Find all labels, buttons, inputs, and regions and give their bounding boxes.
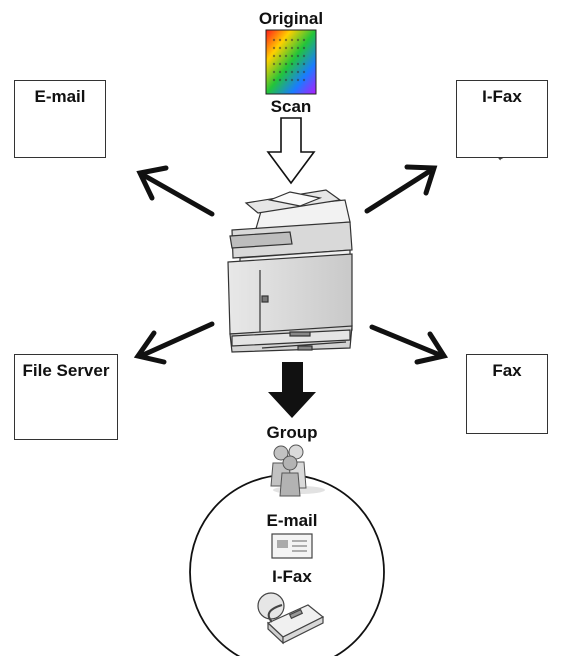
group-email-icon [271, 533, 313, 559]
arrow-email [142, 173, 215, 217]
multifunction-printer-icon [227, 189, 353, 353]
scan-arrow [266, 117, 316, 185]
arrow-ifax [364, 168, 433, 214]
original-document-icon [265, 29, 317, 95]
group-label: Group [266, 423, 318, 442]
group-people-icon [270, 444, 325, 497]
fax-label: Fax [492, 361, 522, 380]
group-email-label: E-mail [266, 511, 318, 530]
email-destination-box [14, 80, 106, 158]
file-server-destination-box [14, 354, 118, 440]
scan-label: Scan [270, 97, 312, 116]
group-ifax-label: I-Fax [272, 567, 312, 586]
arrow-file-server [140, 321, 215, 358]
email-label: E-mail [34, 87, 86, 106]
original-label: Original [258, 9, 324, 28]
output-arrows [133, 164, 449, 365]
file-server-label: File Server [22, 361, 110, 380]
arrow-fax [369, 324, 443, 358]
fax-destination-box [466, 354, 548, 434]
group-arrow [268, 362, 316, 418]
ifax-label: I-Fax [482, 87, 522, 106]
group-ifax-icon [257, 592, 325, 645]
ifax-destination-box [456, 80, 548, 158]
